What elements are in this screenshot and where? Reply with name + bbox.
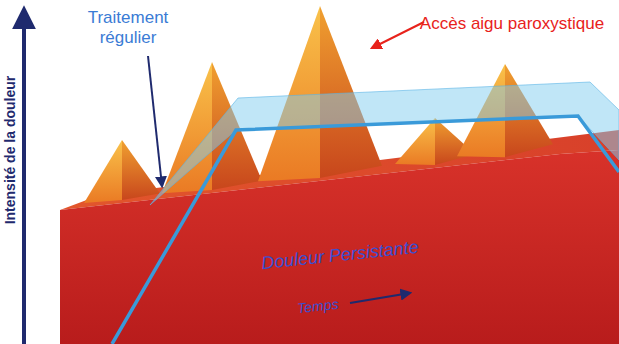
peak-face	[162, 62, 212, 193]
treatment-line	[112, 116, 619, 344]
peak-leader	[372, 22, 424, 48]
peak-label: Accès aigu paroxystique	[417, 14, 607, 34]
peak-face	[84, 140, 122, 203]
y-axis-label: Intensité de la douleur	[2, 76, 18, 225]
treatment-leader	[148, 56, 162, 186]
peak-face	[122, 140, 160, 200]
time-arrow	[350, 293, 410, 303]
peak-face	[395, 118, 435, 165]
y-axis	[22, 10, 26, 344]
treatment-band	[150, 82, 619, 205]
peak-face	[258, 6, 320, 181]
treatment-label: Traitement régulier	[68, 8, 188, 47]
